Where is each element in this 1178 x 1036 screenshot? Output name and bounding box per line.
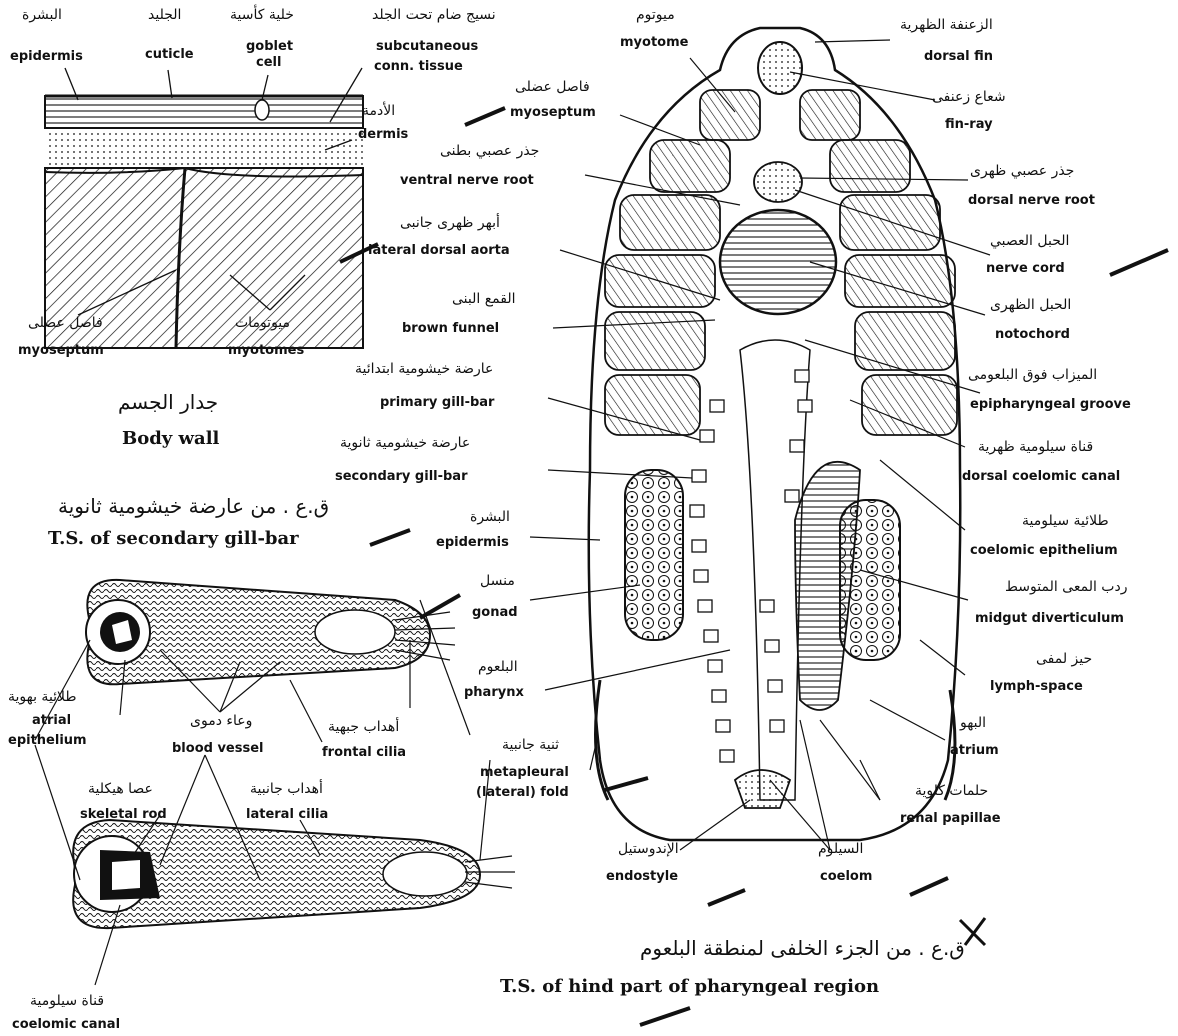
epipharyngeal-groove-label: epipharyngeal groove (970, 398, 1131, 411)
bw-myoseptum-label: myoseptum (18, 344, 104, 357)
metapleural-label: metapleural (480, 766, 569, 779)
myotome-label: myotome (620, 36, 688, 49)
secondary-gill-bar-label: secondary gill-bar (335, 470, 468, 483)
cuticle-label: cuticle (145, 48, 194, 61)
myotome-label-ar: ميوتوم (636, 8, 675, 22)
endostyle-label-ar: الإندوستيل (618, 842, 679, 856)
lateral-cilia-label: lateral cilia (246, 808, 328, 821)
lymph-space-label: lymph-space (990, 680, 1083, 693)
conn-tissue-label: conn. tissue (374, 60, 463, 73)
endostyle (735, 770, 790, 808)
fin-ray-label-ar: شعاع زعنفى (932, 90, 1006, 104)
atrium-label: atrium (950, 744, 999, 757)
lymph-space-label-ar: حيز لمفى (1036, 652, 1092, 666)
coelomic-epithelium-label-ar: طلائية سيلومية (1022, 514, 1109, 528)
midgut-diverticulum-label: midgut diverticulum (975, 612, 1124, 625)
dermis-layer (45, 128, 363, 168)
dermis-label-ar: الأدمة (362, 104, 395, 118)
epidermis-right-label-ar: البشرة (470, 510, 510, 524)
myotomes-label: myotomes (228, 344, 304, 357)
secondary-gill-bar-label-ar: عارضة خيشومية ثانوية (340, 436, 470, 450)
nerve-cord-label: nerve cord (986, 262, 1065, 275)
gonad-left (625, 470, 683, 640)
notochord-label: notochord (995, 328, 1070, 341)
pharynx-caption: T.S. of hind part of pharyngeal region (500, 978, 879, 996)
dorsal-nerve-root-label: dorsal nerve root (968, 194, 1095, 207)
gill-bar-figure (35, 530, 515, 985)
atrium-label-ar: البهو (960, 716, 986, 730)
body-wall-caption: Body wall (122, 430, 219, 448)
lateral-fold-label: (lateral) fold (476, 786, 569, 799)
myoseptum-label-ar: فاصل عضلى (515, 80, 590, 94)
goblet-label: goblet (246, 40, 293, 53)
metapleural-fold-label-ar: ثنية جانبية (502, 738, 559, 752)
blood-vessel-label: blood vessel (172, 742, 264, 755)
gill-bar-caption-ar: ق.ع . من عارضة خيشومية ثانوية (58, 496, 329, 516)
notochord (720, 210, 836, 314)
body-wall-figure (45, 68, 378, 348)
gill-bar-caption: T.S. of secondary gill-bar (48, 530, 299, 548)
lateral-dorsal-aorta-label: lateral dorsal aorta (368, 244, 510, 257)
lateral-cilia-label-ar: أهداب جانبية (250, 782, 323, 796)
frontal-cilia-label-ar: أهداب جبهية (328, 720, 399, 734)
dorsal-nerve-root-label-ar: جذر عصبي ظهرى (970, 164, 1074, 178)
skeletal-rod-label: skeletal rod (80, 808, 167, 821)
epidermis-layer (45, 96, 363, 128)
myotomes-label-ar: ميوتومات (235, 316, 290, 330)
primary-gill-bar-label-ar: عارضة خيشومية ابتدائية (355, 362, 493, 376)
ventral-nerve-root-label: ventral nerve root (400, 174, 534, 187)
epidermis-right-label: epidermis (436, 536, 509, 549)
fin-ray-label: fin-ray (945, 118, 993, 131)
brown-funnel-label: brown funnel (402, 322, 499, 335)
myoseptum-label: myoseptum (510, 106, 596, 119)
skeletal-rod-label-ar: عصا هيكلية (88, 782, 153, 796)
pharynx-label-ar: البلعوم (478, 660, 518, 674)
coelomic-canal-label-ar: قناة سيلومية (30, 994, 104, 1008)
brown-funnel-label-ar: القمع البنى (452, 292, 516, 306)
nerve-cord (754, 162, 802, 202)
dermis-label: dermis (358, 128, 408, 141)
atrial-epithelium-label-ar: طلائية بهوية (8, 690, 77, 704)
epidermis-label: epidermis (10, 50, 83, 63)
endostyle-label: endostyle (606, 870, 678, 883)
subcutaneous-label: subcutaneous (376, 40, 478, 53)
epipharyngeal-groove-label-ar: الميزاب فوق البلعومى (968, 368, 1097, 382)
notochord-label-ar: الحبل الظهرى (990, 298, 1071, 312)
cell-label: cell (256, 56, 281, 69)
pharynx-label: pharynx (464, 686, 524, 699)
ventral-nerve-root-label-ar: جذر عصبي بطنى (440, 144, 539, 158)
epidermis-label-ar: البشرة (22, 8, 62, 22)
frontal-cilia-label: frontal cilia (322, 746, 406, 759)
dorsal-coelomic-canal-label-ar: قناة سيلومية ظهرية (978, 440, 1093, 454)
dorsal-fin-ray (758, 42, 802, 94)
bw-myoseptum-label-ar: فاصل عضلى (28, 316, 103, 330)
dorsal-coelomic-canal-label: dorsal coelomic canal (962, 470, 1120, 483)
gonad-label: gonad (472, 606, 518, 619)
goblet-label-ar: خلية كأسية (230, 8, 294, 22)
epithelium-label: epithelium (8, 734, 87, 747)
renal-papillae-label-ar: حلمات كلوية (915, 784, 988, 798)
dorsal-fin-label: dorsal fin (924, 50, 993, 63)
gonad-label-ar: منسل (480, 574, 515, 588)
primary-gill-bar-label: primary gill-bar (380, 396, 494, 409)
lateral-dorsal-aorta-label-ar: أبهر ظهرى جانبى (400, 216, 500, 230)
renal-papillae-label: renal papillae (900, 812, 1001, 825)
nerve-cord-label-ar: الحبل العصبي (990, 234, 1069, 248)
blood-vessel-label-ar: وعاء دموى (190, 714, 252, 728)
coelomic-epithelium-label: coelomic epithelium (970, 544, 1118, 557)
midgut-diverticulum-label-ar: ردب المعى المتوسط (1005, 580, 1127, 594)
subcutaneous-label-ar: نسيج ضام تحت الجلد (372, 8, 496, 22)
pharynx-caption-ar: ق.ع . من الجزء الخلفى لمنطقة البلعوم (640, 938, 965, 958)
cuticle-label-ar: الجليد (148, 8, 181, 22)
coelomic-canal-label: coelomic canal (12, 1018, 120, 1031)
coelom-label: coelom (820, 870, 872, 883)
dorsal-fin-label-ar: الزعنفة الظهرية (900, 18, 993, 32)
coelom-label-ar: السيلوم (818, 842, 863, 856)
atrial-label: atrial (32, 714, 71, 727)
goblet-cell (255, 100, 269, 120)
body-wall-caption-ar: جدار الجسم (118, 392, 218, 412)
